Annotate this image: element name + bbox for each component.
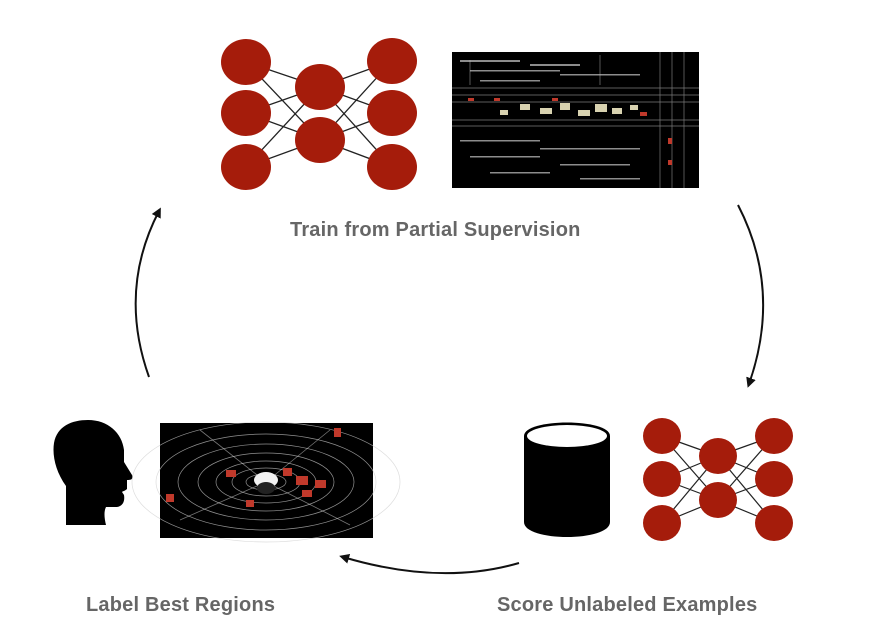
top-lidar-bev-image xyxy=(452,52,699,188)
bottom-neural-network-icon xyxy=(643,418,793,541)
arrow-train-to-score xyxy=(737,204,765,388)
caption-score-unlabeled-examples: Score Unlabeled Examples xyxy=(497,594,758,616)
top-neural-network-icon xyxy=(221,38,417,190)
person-head-icon xyxy=(53,420,133,525)
arrow-score-to-label xyxy=(339,553,520,575)
caption-train-from-partial-supervision: Train from Partial Supervision xyxy=(290,219,581,241)
bottom-lidar-range-image xyxy=(131,421,401,543)
database-cylinder-icon xyxy=(524,422,610,537)
arrow-label-to-train xyxy=(134,207,161,378)
caption-label-best-regions: Label Best Regions xyxy=(86,594,276,616)
